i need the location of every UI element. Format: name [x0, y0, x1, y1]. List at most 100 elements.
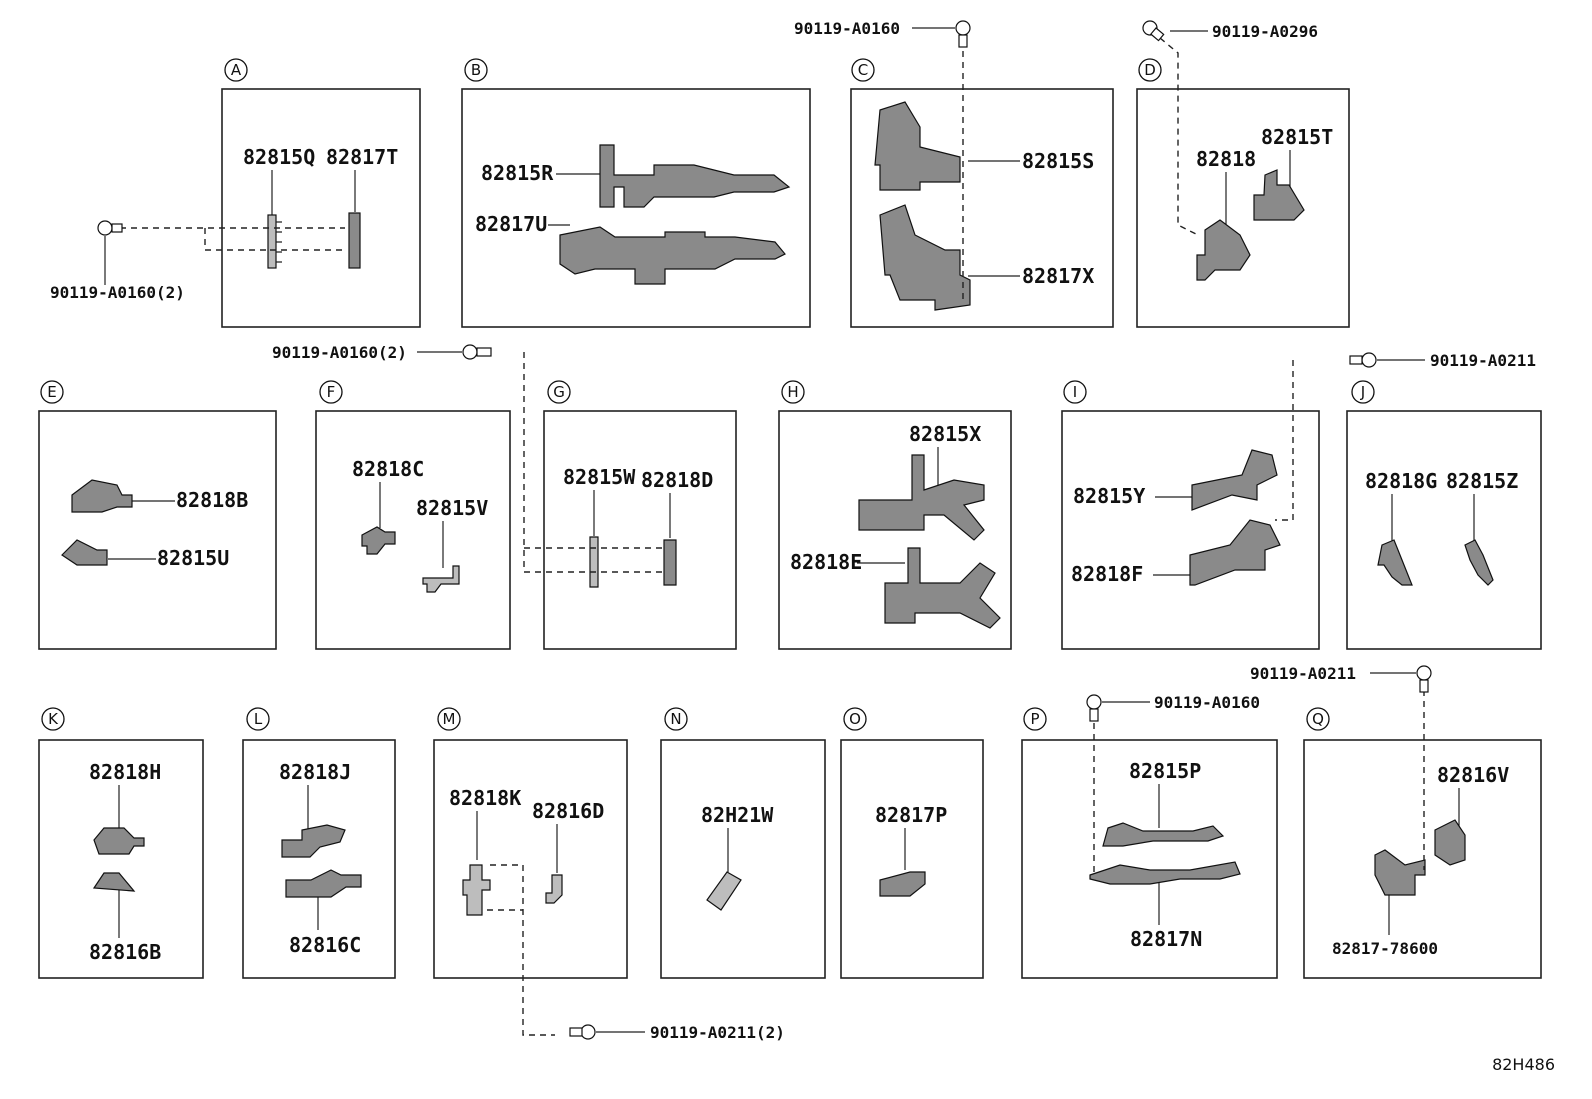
section-n-letter: N [670, 710, 681, 728]
section-k: K 82818H 82816B [38, 707, 204, 979]
section-m: M 82818K 82816D [433, 707, 628, 1036]
bracket-82818K-shape [462, 864, 491, 916]
bracket-82815V-shape [422, 565, 460, 593]
bracket-82816B-shape [92, 872, 136, 892]
section-d: D 82818 82815T [1136, 37, 1350, 328]
section-h-box [778, 410, 1012, 650]
clip-82H21W-shape [706, 871, 742, 911]
bolt-2: 90119-A0160 [794, 19, 971, 48]
section-p-box [1021, 739, 1278, 979]
bracket-82817P-shape [879, 871, 926, 897]
bolt-4: 90119-A0160(2) [272, 343, 492, 362]
bolt-7: 90119-A0160 [1086, 693, 1260, 722]
bracket-82816C-shape [285, 869, 362, 898]
clip-82817T-shape [348, 212, 361, 269]
section-n: N 82H21W [660, 707, 826, 979]
section-o: O 82817P [840, 707, 984, 979]
section-i-letter: I [1073, 383, 1077, 401]
bracket-82817X-shape [879, 204, 971, 311]
bolt-5: 90119-A0211 [1349, 351, 1536, 370]
section-f-box [315, 410, 511, 650]
section-n-box [660, 739, 826, 979]
bolt-3: 90119-A0296 [1142, 20, 1318, 42]
diagram-id: 82H486 [1492, 1055, 1555, 1074]
bolt-1-label: 90119-A0160(2) [50, 283, 185, 302]
bracket-82818B-shape [71, 479, 133, 513]
section-b-box [461, 88, 811, 328]
section-q-letter: Q [1312, 710, 1324, 728]
section-e-letter: E [47, 383, 56, 401]
bolt-7-label: 90119-A0160 [1154, 693, 1260, 712]
bracket-82817U-shape [559, 226, 786, 285]
part-82817U-label: 82817U [475, 212, 547, 236]
bracket-82815S-shape [874, 101, 961, 191]
part-82817X-label: 82817X [1022, 264, 1094, 288]
section-i-box [1061, 410, 1320, 650]
part-82818J-label: 82818J [279, 760, 351, 784]
part-82818C-label: 82818C [352, 457, 424, 481]
part-82818-label: 82818 [1196, 147, 1256, 171]
part-82815T-label: 82815T [1261, 125, 1333, 149]
section-j-box [1346, 410, 1542, 650]
section-a-letter: A [231, 61, 242, 79]
section-e: E 82818B 82815U [38, 380, 277, 650]
bracket-82816V-shape [1434, 819, 1466, 866]
part-82817-78600-label: 82817-78600 [1332, 939, 1438, 958]
section-k-box [38, 739, 204, 979]
clip-82818D-shape [663, 539, 677, 586]
bracket-82817-78600-shape [1374, 849, 1426, 896]
part-82815X-label: 82815X [909, 422, 981, 446]
part-82818H-label: 82818H [89, 760, 161, 784]
section-l-box [242, 739, 396, 979]
part-82816B-label: 82816B [89, 940, 161, 964]
part-82815Z-label: 82815Z [1446, 469, 1518, 493]
section-h: H 82815X 82818E [778, 380, 1012, 650]
bolt-4-label: 90119-A0160(2) [272, 343, 407, 362]
bracket-82818J-shape [281, 824, 346, 858]
section-c-letter: C [858, 61, 868, 79]
section-i: I 82815Y 82818F [1061, 360, 1320, 650]
part-82816V-label: 82816V [1437, 763, 1509, 787]
part-82817N-label: 82817N [1130, 927, 1202, 951]
section-g: G 82815W 82818D [523, 352, 737, 650]
bolt-5-label: 90119-A0211 [1430, 351, 1536, 370]
section-q-box [1303, 739, 1542, 979]
bracket-82818-shape [1196, 219, 1251, 281]
part-82818D-label: 82818D [641, 468, 713, 492]
section-o-letter: O [849, 710, 861, 728]
part-82818F-label: 82818F [1071, 562, 1143, 586]
section-j-letter: J [1360, 383, 1365, 401]
section-e-box [38, 410, 277, 650]
section-g-letter: G [553, 383, 565, 401]
bracket-82815P-shape [1102, 822, 1225, 847]
part-82818G-label: 82818G [1365, 469, 1437, 493]
bracket-82815X-shape [858, 454, 985, 541]
section-c-box [850, 88, 1114, 328]
bolt-6: 90119-A0211 [1250, 664, 1432, 693]
part-82815Y-label: 82815Y [1073, 484, 1145, 508]
bracket-82818E-shape [884, 547, 1001, 629]
bracket-82818F-shape [1189, 519, 1281, 586]
part-82815R-label: 82815R [481, 161, 554, 185]
section-p-letter: P [1030, 710, 1039, 728]
bracket-82815R-shape [599, 144, 791, 208]
part-82815P-label: 82815P [1129, 759, 1201, 783]
part-82815U-label: 82815U [157, 546, 229, 570]
section-a-box [221, 88, 421, 328]
part-82H21W-label: 82H21W [701, 803, 774, 827]
part-82815S-label: 82815S [1022, 149, 1094, 173]
part-82815Q-label: 82815Q [243, 145, 315, 169]
part-82818E-label: 82818E [790, 550, 862, 574]
section-b: B 82815R 82817U [461, 58, 811, 328]
bolt-8: 90119-A0211(2) [569, 1023, 785, 1042]
part-82818K-label: 82818K [449, 786, 521, 810]
section-f: F 82818C 82815V [315, 380, 511, 650]
clip-82815Q-shape [267, 214, 282, 269]
bolt-6-label: 90119-A0211 [1250, 664, 1356, 683]
section-h-letter: H [787, 383, 798, 401]
section-l-letter: L [254, 710, 263, 728]
section-d-letter: D [1144, 61, 1156, 79]
bracket-82817N-shape [1089, 861, 1241, 885]
section-p: P 82815P 82817N [1021, 707, 1278, 979]
